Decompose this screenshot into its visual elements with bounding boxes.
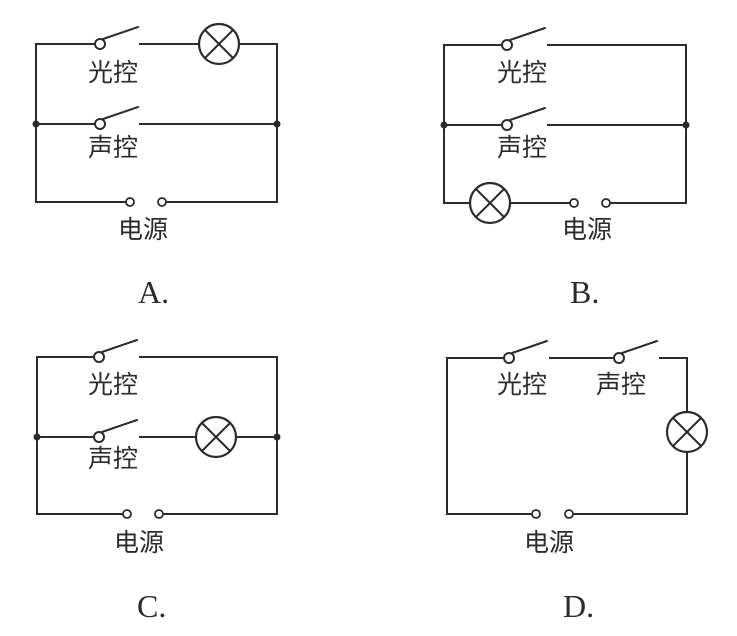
sound-control-switch	[93, 419, 138, 443]
switch-pivot	[94, 118, 106, 130]
power-source-icon	[122, 509, 164, 519]
junction-node	[440, 121, 448, 129]
light-switch-label: 光控	[497, 370, 547, 399]
power-source-label: 电源	[562, 215, 612, 244]
power-source-label: 电源	[118, 215, 168, 244]
power-terminal	[125, 197, 135, 207]
option-letter-a[interactable]: A.	[138, 274, 169, 310]
switch-pivot	[93, 351, 105, 363]
sound-control-switch	[94, 106, 139, 130]
wire	[572, 451, 688, 515]
switch-pivot	[501, 119, 513, 131]
lamp-icon	[197, 22, 241, 66]
switch-blade	[621, 340, 658, 354]
light-switch-label: 光控	[88, 58, 138, 87]
switch-blade	[102, 106, 139, 120]
light-switch-label: 光控	[88, 370, 138, 399]
power-terminal	[122, 509, 132, 519]
sound-switch-label: 声控	[497, 133, 547, 162]
lamp-icon	[665, 410, 709, 454]
power-terminal	[531, 509, 541, 519]
lamp-icon	[194, 415, 238, 459]
option-letter-d[interactable]: D.	[563, 588, 594, 624]
wire	[446, 357, 533, 515]
power-source-icon	[531, 509, 574, 519]
sound-control-switch	[501, 107, 546, 131]
power-terminal	[569, 198, 579, 208]
power-source-label: 电源	[114, 528, 164, 557]
switch-pivot	[94, 38, 106, 50]
junction-node	[682, 121, 690, 129]
junction-node	[273, 433, 281, 441]
sound-switch-label: 声控	[88, 133, 138, 162]
switch-blade	[101, 419, 138, 433]
switch-blade	[101, 339, 138, 353]
light-control-switch	[94, 26, 139, 50]
switch-pivot	[501, 39, 513, 51]
circuit-option-d: 光控 声控 电源 D.	[446, 340, 709, 624]
power-terminal	[564, 509, 574, 519]
junction-node	[33, 433, 41, 441]
circuit-option-b: 光控 声控 电源 B.	[440, 27, 690, 310]
lamp-cross	[672, 417, 702, 447]
sound-control-switch	[613, 340, 658, 364]
sound-switch-label: 声控	[88, 444, 138, 473]
option-letter-c[interactable]: C.	[137, 588, 166, 624]
circuit-option-a: 光控 声控 电源 A.	[32, 22, 281, 310]
switch-blade	[511, 340, 548, 354]
lamp-cross	[204, 29, 234, 59]
power-terminal	[157, 197, 167, 207]
light-switch-label: 光控	[497, 58, 547, 87]
sound-switch-label: 声控	[596, 370, 646, 399]
switch-blade	[509, 27, 546, 41]
lamp-cross	[201, 422, 231, 452]
junction-node	[32, 120, 40, 128]
switch-pivot	[613, 352, 625, 364]
power-source-icon	[569, 198, 611, 208]
lamp-cross	[475, 188, 505, 218]
circuit-option-c: 光控 声控 电源 C.	[33, 339, 281, 624]
lamp-icon	[468, 181, 512, 225]
junction-node	[273, 120, 281, 128]
power-source-label: 电源	[524, 528, 574, 557]
power-terminal	[154, 509, 164, 519]
wire	[659, 357, 688, 413]
light-control-switch	[93, 339, 138, 363]
switch-pivot	[93, 431, 105, 443]
switch-blade	[509, 107, 546, 121]
option-letter-b[interactable]: B.	[570, 274, 599, 310]
switch-blade	[102, 26, 139, 40]
power-terminal	[601, 198, 611, 208]
switch-pivot	[503, 352, 515, 364]
light-control-switch	[501, 27, 546, 51]
light-control-switch	[503, 340, 548, 364]
power-source-icon	[125, 197, 167, 207]
